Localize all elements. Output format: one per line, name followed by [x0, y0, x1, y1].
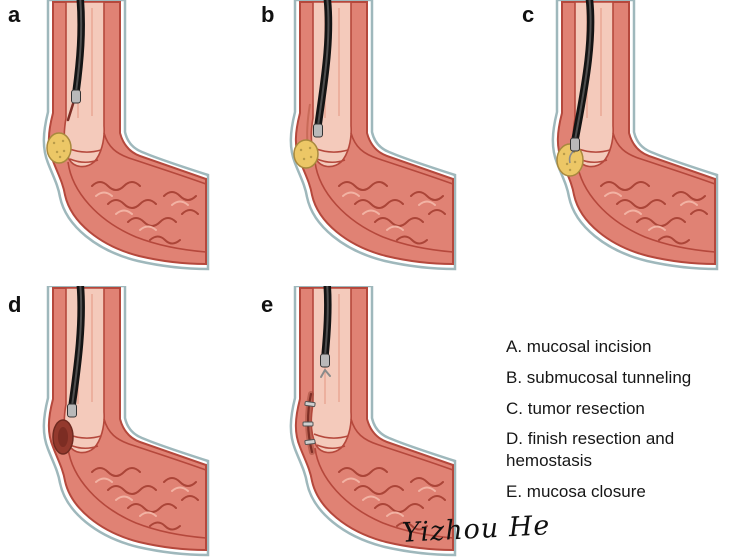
- closure-clip: [302, 421, 314, 427]
- illustration-tumor-resection: [551, 0, 719, 271]
- legend-item-e: E. mucosa closure: [506, 481, 646, 501]
- endoscope-tip: [313, 123, 323, 138]
- illustration-submucosal-tunneling: [289, 0, 457, 271]
- panel-d-label: d: [8, 292, 22, 317]
- endoscope-tip: [71, 89, 81, 104]
- endoscope-highlight: [317, 0, 330, 127]
- closure-clip: [304, 400, 316, 408]
- tumor: [293, 139, 319, 169]
- closure-clip: [304, 439, 316, 445]
- incision-mark: [66, 102, 75, 122]
- panel-a-label: a: [8, 2, 21, 27]
- endoscope-tip: [320, 353, 330, 368]
- panel-c: c: [486, 0, 729, 282]
- resection-cavity-inner: [58, 427, 68, 447]
- legend-item-c: C. tumor resection: [506, 398, 645, 418]
- panel-e: e: [243, 286, 486, 558]
- endoscope-highlight: [324, 286, 329, 357]
- endoscope-highlight: [71, 286, 83, 407]
- endoscope-highlight: [574, 0, 592, 141]
- tumor-texture: [562, 150, 577, 172]
- tumor-texture: [299, 146, 313, 161]
- legend-item-a: A. mucosal incision: [506, 337, 652, 356]
- panel-c-label: c: [522, 2, 535, 27]
- tumor: [46, 132, 72, 164]
- illustration-mucosal-incision: [42, 0, 210, 271]
- illustration-finish-resection-hemostasis: [42, 286, 210, 557]
- panel-e-label: e: [261, 292, 274, 317]
- legend-item-b: B. submucosal tunneling: [506, 367, 692, 387]
- panel-a: a: [0, 0, 243, 282]
- panel-b-label: b: [261, 2, 275, 27]
- signature: Yizhou He: [401, 510, 552, 549]
- illustration-mucosa-closure: [289, 286, 457, 557]
- panel-b: b: [243, 0, 486, 282]
- endoscope-highlight: [75, 0, 83, 93]
- tumor-texture: [52, 139, 66, 159]
- clip-applier: [320, 369, 331, 378]
- endoscope-tip: [67, 403, 77, 418]
- panel-d: d: [0, 286, 243, 558]
- legend-item-d: D. finish resection and hemostasis: [506, 429, 675, 470]
- endoscope-tip: [570, 137, 580, 152]
- legend: A. mucosal incision B. submucosal tunnel…: [506, 336, 706, 512]
